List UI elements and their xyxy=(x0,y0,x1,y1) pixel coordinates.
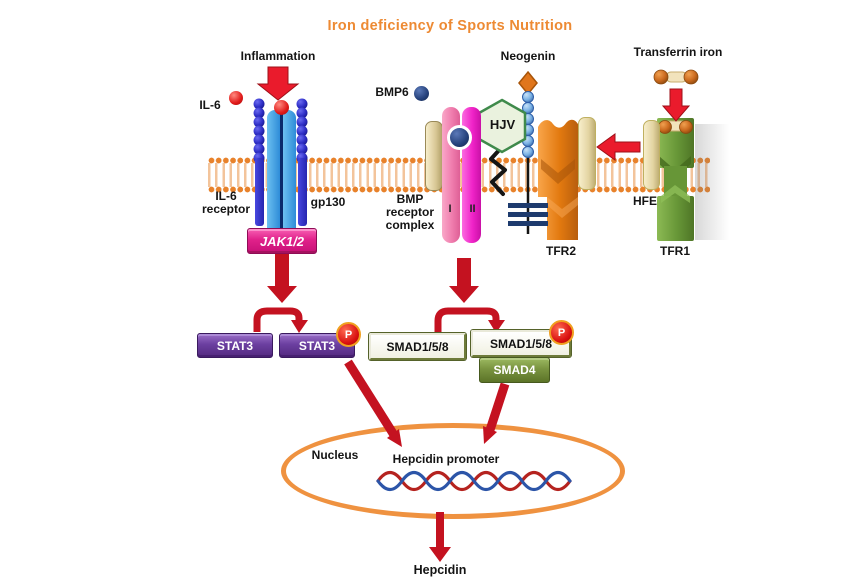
tfr1-body xyxy=(657,118,694,241)
gp130-bead-chain-right xyxy=(296,98,308,164)
il6-label: IL-6 xyxy=(199,98,221,112)
hfe-bar-at-tfr2 xyxy=(578,117,596,190)
inflammation-label: Inflammation xyxy=(240,49,316,63)
bmp6-ligand-free xyxy=(414,86,429,101)
smad4-box: SMAD4 xyxy=(479,357,550,383)
nucleus-ellipse xyxy=(281,423,625,519)
stat3-activation-bracket xyxy=(253,307,308,333)
hepcidin-output-arrow xyxy=(429,512,451,562)
il6-receptor-stem-left xyxy=(255,158,264,226)
transferrin-binding-arrow xyxy=(661,88,691,122)
il6-ligand-bound xyxy=(274,100,289,115)
type-i-label: I xyxy=(448,203,452,215)
smad-activation-bracket xyxy=(434,307,505,334)
phospho-badge-smad: P xyxy=(549,320,574,345)
smad158-box: SMAD1/5/8 xyxy=(369,333,466,360)
il6-receptor-label: IL-6 receptor xyxy=(201,189,251,217)
jak12-box: JAK1/2 xyxy=(247,228,317,254)
jak-to-stat-arrow xyxy=(267,253,297,303)
gp130-bar-right xyxy=(283,110,296,228)
page-title: Iron deficiency of Sports Nutrition xyxy=(327,18,573,34)
gp130-center-line xyxy=(280,112,283,228)
type-ii-label: II xyxy=(469,203,476,215)
dna-helix xyxy=(376,470,572,492)
inflammation-arrow xyxy=(256,66,300,101)
hjv-gpi-anchor-zigzag xyxy=(489,146,507,196)
il6-receptor-stem-right xyxy=(298,158,307,226)
gp130-label: gp130 xyxy=(310,195,346,209)
neogenin-label: Neogenin xyxy=(500,49,556,63)
hjv-label: HJV xyxy=(489,117,516,132)
nucleus-label: Nucleus xyxy=(311,448,359,462)
bmp6-ligand-bound xyxy=(447,125,472,150)
neogenin-anchor-bars xyxy=(508,203,548,226)
bmp6-label: BMP6 xyxy=(375,85,409,99)
hepcidin-promoter-label: Hepcidin promoter xyxy=(392,452,500,466)
il6-ligand-free xyxy=(229,91,243,105)
hfe-transfer-arrow xyxy=(596,133,641,161)
tfr1-label: TFR1 xyxy=(660,244,690,258)
gp130-bar-left xyxy=(267,110,280,228)
tfr2-body xyxy=(538,119,578,240)
hfe-bar-at-tfr1 xyxy=(643,120,660,190)
stat3-box: STAT3 xyxy=(197,333,273,358)
transferrin-iron-label: Transferrin iron xyxy=(633,45,723,59)
hepcidin-label: Hepcidin xyxy=(413,563,467,577)
tfr1-shadow xyxy=(695,124,729,240)
hfe-label: HFE xyxy=(633,194,657,208)
smad-to-nucleus-arrow xyxy=(483,382,510,444)
il6-receptor-bead-chain-left xyxy=(253,98,265,164)
bmp-receptor-complex-label: BMP receptor complex xyxy=(385,192,435,233)
bmp-to-smad-arrow xyxy=(449,258,479,303)
phospho-badge-stat3: P xyxy=(336,322,361,347)
stat3p-to-nucleus-arrow xyxy=(344,359,402,447)
tfr1-iron-ball-right xyxy=(679,120,693,134)
transferrin-iron-dumbbell xyxy=(653,69,699,85)
tfr2-label: TFR2 xyxy=(546,244,576,258)
